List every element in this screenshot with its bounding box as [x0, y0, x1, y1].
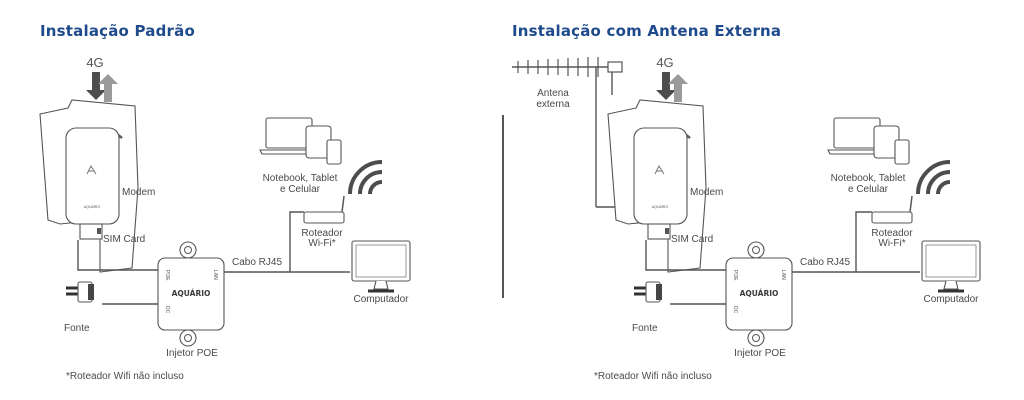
- modem-brand-label: AQUÁRIO: [652, 205, 668, 209]
- injector-brand: AQUÁRIO: [172, 289, 211, 298]
- panel-title-standard: Instalação Padrão: [40, 22, 195, 40]
- router-label-line2: Wi-Fi*: [878, 238, 905, 249]
- injector-port-lan: LAN: [780, 270, 786, 280]
- computer-label: Computador: [353, 294, 409, 305]
- cable-rj45-label: Cabo RJ45: [800, 257, 850, 268]
- injector-brand: AQUÁRIO: [740, 289, 779, 298]
- poe-cable: [77, 240, 158, 271]
- source-label: Fonte: [632, 323, 658, 334]
- wifi-signal-icon: [348, 160, 384, 196]
- power-plug-icon: [632, 280, 664, 304]
- panel-standard: 4G AQUÁRIO Modem SIM Card Notebook, Tabl…: [38, 55, 412, 382]
- injector-label: Injetor POE: [166, 348, 218, 359]
- wifi-signal-icon: [916, 160, 952, 196]
- footnote: *Roteador Wifi não incluso: [66, 371, 184, 382]
- router-label-line1: Roteador: [301, 228, 343, 239]
- devices-label-line2: e Celular: [280, 184, 321, 195]
- router-cable: [855, 211, 872, 272]
- antenna-label-line1: Antena: [537, 88, 569, 99]
- sim-card-label: SIM Card: [103, 234, 145, 245]
- laptop-tablet-phone-icon: [259, 117, 342, 165]
- router-icon: [303, 195, 345, 224]
- poe-cable: [645, 240, 726, 271]
- panel-external-antenna: Antena externa 4G AQUÁRIO Modem SIM Card…: [512, 55, 982, 382]
- modem-icon: [38, 98, 140, 274]
- router-icon: [871, 195, 913, 224]
- external-antenna-icon: [512, 57, 625, 208]
- modem-label: Modem: [690, 187, 723, 198]
- injector-port-dc: DC: [164, 306, 170, 314]
- cable-rj45-label: Cabo RJ45: [232, 257, 282, 268]
- computer-label: Computador: [923, 294, 979, 305]
- laptop-tablet-phone-icon: [827, 117, 910, 165]
- antenna-label-line2: externa: [536, 99, 570, 110]
- footnote: *Roteador Wifi não incluso: [594, 371, 712, 382]
- modem-label: Modem: [122, 187, 155, 198]
- signal-arrows-icon: [86, 72, 118, 102]
- computer-icon: [920, 239, 982, 293]
- router-cable: [289, 211, 304, 272]
- computer-icon: [350, 239, 412, 293]
- sim-card-label: SIM Card: [671, 234, 713, 245]
- signal-4g-label: 4G: [86, 55, 103, 70]
- injector-port-lan: LAN: [212, 270, 218, 280]
- router-label-line2: Wi-Fi*: [308, 238, 335, 249]
- injector-label: Injetor POE: [734, 348, 786, 359]
- signal-arrows-icon: [656, 72, 688, 102]
- source-label: Fonte: [64, 323, 90, 334]
- devices-label-line1: Notebook, Tablet: [831, 173, 906, 184]
- signal-4g-label: 4G: [656, 55, 673, 70]
- injector-port-poe: POE: [732, 270, 738, 281]
- injector-port-dc: DC: [732, 306, 738, 314]
- modem-icon: [606, 98, 708, 274]
- power-plug-icon: [64, 280, 96, 304]
- modem-brand-label: AQUÁRIO: [84, 205, 100, 209]
- panel-title-external-antenna: Instalação com Antena Externa: [512, 22, 782, 40]
- injector-port-poe: POE: [164, 270, 170, 281]
- router-label-line1: Roteador: [871, 228, 913, 239]
- devices-label-line1: Notebook, Tablet: [263, 173, 338, 184]
- devices-label-line2: e Celular: [848, 184, 889, 195]
